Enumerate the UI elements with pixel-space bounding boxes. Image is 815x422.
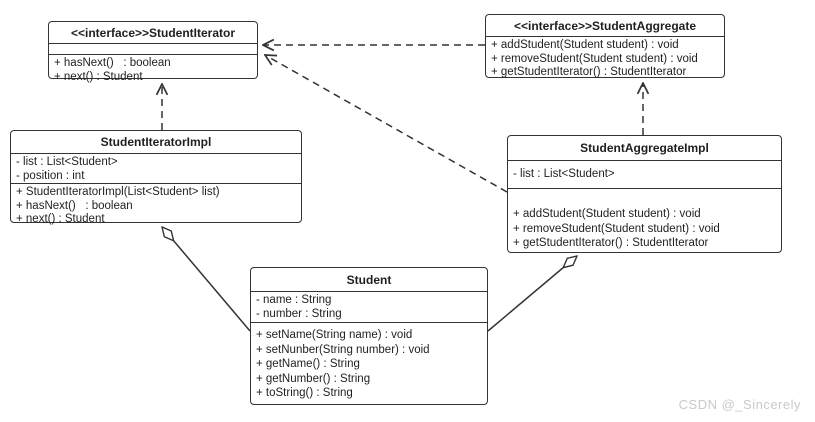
methods-compartment: + setName(String name) : void + setNunbe… [251, 322, 487, 404]
method: + setNunber(String number) : void [256, 343, 430, 356]
attributes-compartment: - name : String - number : String [251, 291, 487, 322]
method: + StudentIteratorImpl(List<Student> list… [16, 186, 220, 198]
method: + toString() : String [256, 387, 353, 399]
method: + getName() : String [256, 358, 360, 370]
attributes-compartment: - list : List<Student> [508, 160, 781, 188]
aggregation-aggregateimpl-student [487, 256, 577, 332]
method: + next() : Student [54, 70, 143, 83]
method: + removeStudent(Student student) : void [513, 222, 720, 235]
methods-compartment: + addStudent(Student student) : void + r… [486, 36, 724, 81]
class-student: Student - name : String - number : Strin… [250, 267, 488, 405]
method: + getStudentIterator() : StudentIterator [491, 66, 687, 78]
method: + setName(String name) : void [256, 329, 413, 341]
methods-compartment: + addStudent(Student student) : void + r… [508, 188, 781, 252]
method: + removeStudent(Student student) : void [491, 52, 698, 65]
class-student-iterator-impl: StudentIteratorImpl - list : List<Studen… [10, 130, 302, 225]
methods-compartment: + hasNext() : boolean + next() : Student [49, 54, 257, 85]
attribute: - position : int [16, 169, 85, 182]
class-student-aggregate-impl: StudentAggregateImpl - list : List<Stude… [507, 135, 782, 253]
method: + getNumber() : String [256, 372, 371, 385]
class-title: StudentAggregateImpl [580, 141, 709, 155]
method: + addStudent(Student student) : void [491, 39, 679, 51]
attribute: - list : List<Student> [16, 156, 118, 168]
aggregation-iteratorimpl-student [162, 227, 251, 332]
class-title: <<interface>>StudentAggregate [513, 18, 697, 33]
watermark: CSDN @_Sincerely [678, 397, 801, 412]
method: + next() : Student [16, 213, 105, 225]
class-title: <<interface>>StudentIterator [70, 25, 236, 40]
class-student-aggregate: <<interface>>StudentAggregate + addStude… [485, 14, 725, 78]
method: + hasNext() : boolean [54, 57, 171, 69]
class-title: Student [346, 272, 392, 287]
attribute: - list : List<Student> [513, 168, 615, 181]
class-title: StudentIteratorImpl [100, 135, 212, 149]
attributes-compartment [49, 43, 257, 54]
method: + hasNext() : boolean [16, 199, 133, 212]
method: + addStudent(Student student) : void [513, 208, 701, 220]
class-student-iterator: <<interface>>StudentIterator + hasNext()… [48, 21, 258, 83]
methods-compartment: + StudentIteratorImpl(List<Student> list… [11, 183, 301, 228]
method: + getStudentIterator() : StudentIterator [513, 237, 709, 249]
attributes-compartment: - list : List<Student> - position : int [11, 153, 301, 183]
attribute: - number : String [256, 307, 342, 320]
attribute: - name : String [256, 294, 332, 306]
